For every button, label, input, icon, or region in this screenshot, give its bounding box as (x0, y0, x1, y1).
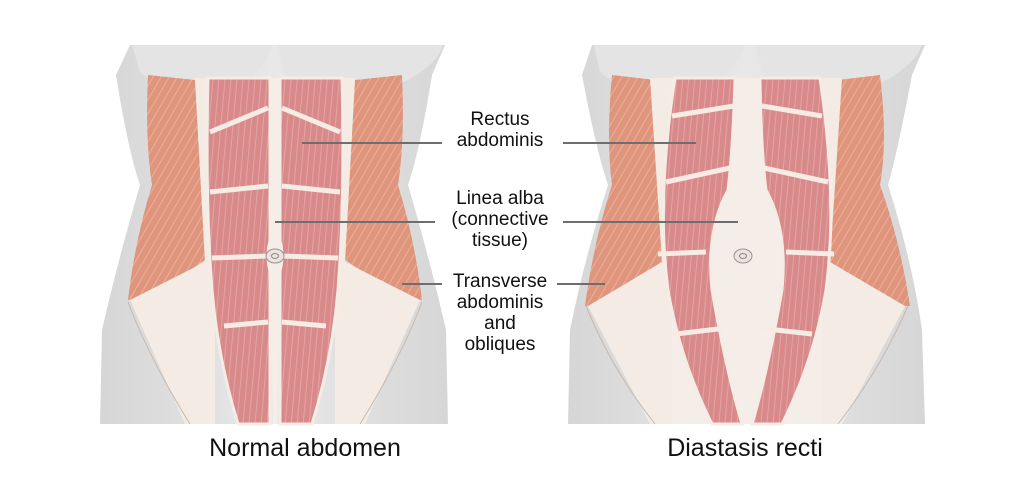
label-rectus-abdominis: Rectus abdominis (456, 109, 544, 151)
left-oblique-muscle (585, 75, 662, 306)
navel (265, 248, 285, 264)
linea-leader-right (563, 221, 738, 223)
transverse-leader-left (402, 283, 442, 285)
right-rectus-muscle (278, 76, 345, 426)
label-transverse-abdominis: Transverse abdominis and obliques (452, 271, 548, 355)
transverse-leader-right (557, 283, 605, 285)
rectus-leader-left (302, 142, 442, 144)
left-oblique-muscle (128, 75, 205, 300)
left-rectus-muscle (205, 76, 272, 426)
normal-abdomen-illustration (100, 45, 448, 426)
rectus-leader-right (563, 142, 696, 144)
caption-normal-abdomen: Normal abdomen (209, 434, 401, 462)
linea-leader-left (275, 221, 435, 223)
right-oblique-muscle (830, 75, 910, 306)
label-linea-alba: Linea alba (connective tissue) (451, 188, 549, 251)
navel (733, 248, 753, 264)
right-oblique-muscle (345, 75, 422, 300)
caption-diastasis-recti: Diastasis recti (667, 434, 823, 462)
diastasis-recti-illustration (568, 45, 925, 426)
